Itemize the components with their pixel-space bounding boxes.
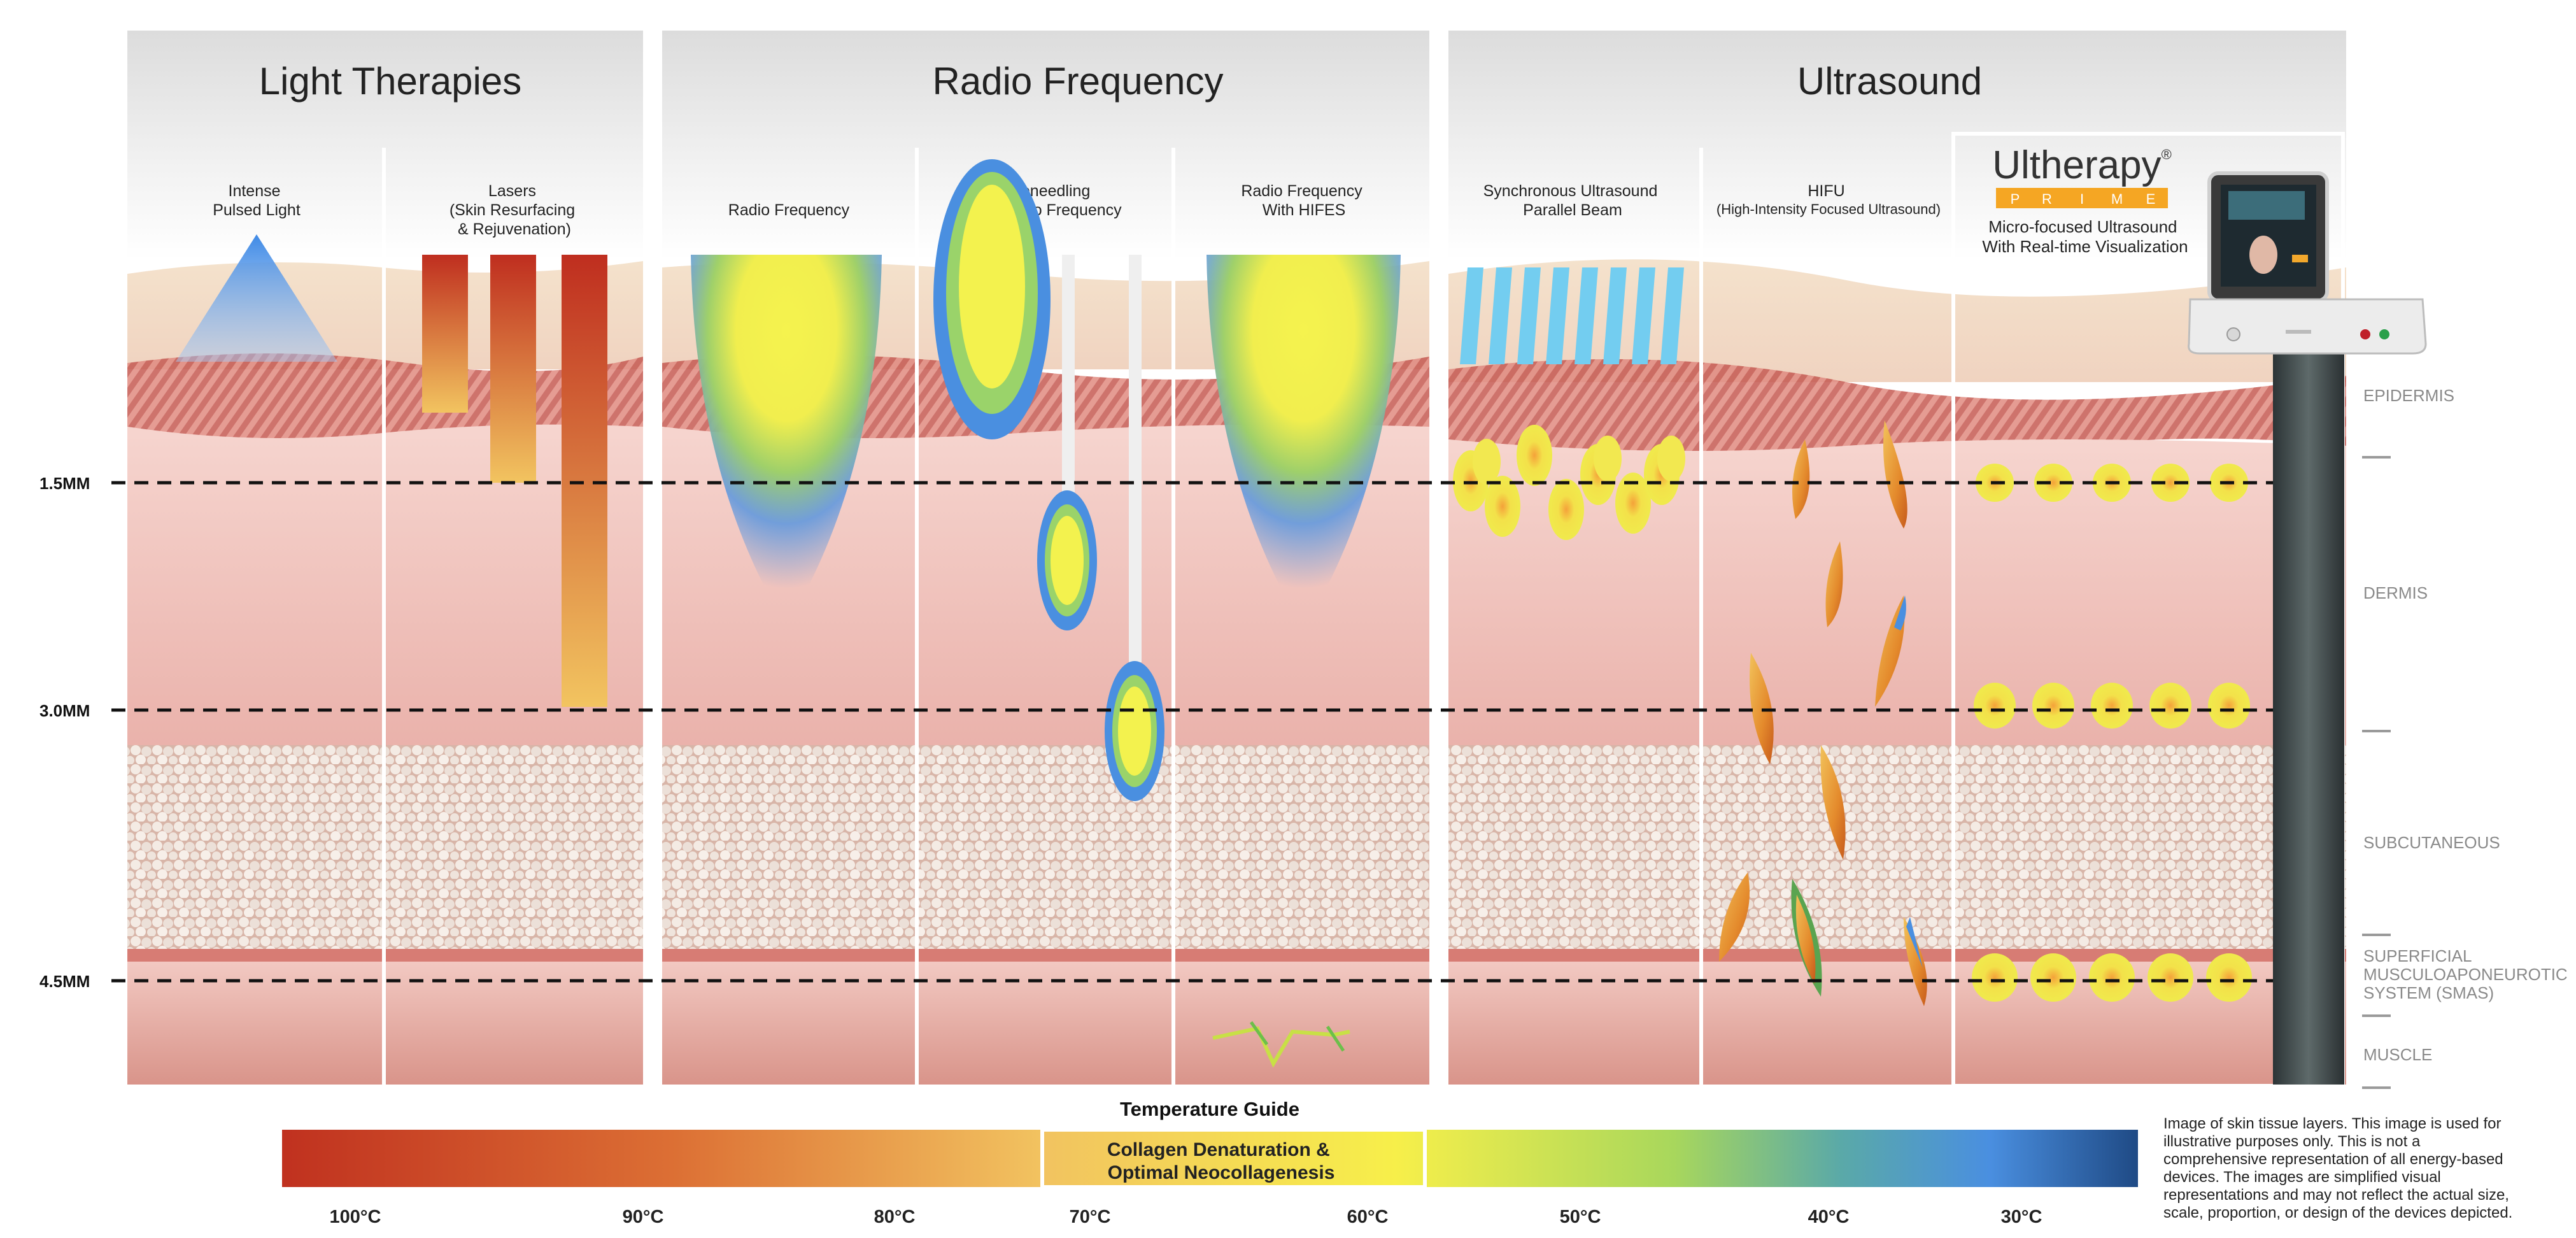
temperature-gradient-bar	[282, 1130, 2138, 1187]
depth-marker-4-5mm: 4.5MM	[39, 972, 90, 991]
column-label-ipl: Intense Pulsed Light	[213, 182, 301, 219]
column-label-radio-frequency: Radio Frequency	[728, 201, 850, 219]
column-label-ultherapy: Micro-focused Ultrasound With Real-time …	[1982, 217, 2188, 256]
panel-ultrasound	[1448, 31, 2346, 1085]
hifes-spark-icon	[1212, 1026, 1350, 1068]
disclaimer: Image of skin tissue layers. This image …	[2163, 1115, 2514, 1221]
column-label-synchronous-ultrasound: Synchronous Ultrasound Parallel Beam	[1483, 182, 1662, 219]
category-title-radio-frequency: Radio Frequency	[933, 60, 1224, 103]
depth-lines	[111, 481, 2273, 983]
layer-label-subcutaneous: SUBCUTANEOUS	[2363, 833, 2500, 852]
temperature-ticks: 100°C 90°C 80°C 70°C 60°C 50°C 40°C 30°C	[330, 1207, 2042, 1227]
layer-label-epidermis: EPIDERMIS	[2363, 386, 2454, 405]
temp-tick-30: 30°C	[2001, 1207, 2042, 1227]
svg-text:E: E	[2146, 191, 2156, 207]
temp-tick-90: 90°C	[623, 1207, 664, 1227]
temperature-highlight-label: Collagen Denaturation & Optimal Neocolla…	[1107, 1139, 1335, 1183]
svg-text:Ultherapy®: Ultherapy®	[1992, 143, 2172, 187]
column-label-hifu: HIFU (High-Intensity Focused Ultrasound)	[1716, 182, 1941, 217]
temp-tick-50: 50°C	[1560, 1207, 1601, 1227]
temp-tick-40: 40°C	[1808, 1207, 1850, 1227]
svg-text:R: R	[2042, 191, 2052, 207]
layer-label-smas: SUPERFICIAL MUSCULOAPONEUROTIC SYSTEM (S…	[2363, 946, 2572, 1002]
depth-marker-1-5mm: 1.5MM	[39, 474, 90, 493]
layer-label-dermis: DERMIS	[2363, 583, 2428, 602]
layer-label-ticks	[2362, 456, 2391, 1089]
rf-hifes-plume	[1207, 255, 1401, 599]
microneedling-rf-zones	[933, 159, 1164, 801]
temp-tick-100: 100°C	[330, 1207, 381, 1227]
ultherapy-device-illustration	[2188, 171, 2427, 355]
temperature-highlight-box	[1040, 1128, 1427, 1189]
svg-text:P: P	[2011, 191, 2020, 207]
synchronous-ultrasound-zones	[1453, 425, 1685, 540]
temperature-guide-title: Temperature Guide	[1120, 1098, 1299, 1120]
temp-tick-70: 70°C	[1070, 1207, 1111, 1227]
svg-text:I: I	[2080, 191, 2084, 207]
column-label-lasers: Lasers (Skin Resurfacing & Rejuvenation)	[449, 182, 579, 238]
svg-text:M: M	[2111, 191, 2123, 207]
laser-bar-1	[422, 255, 468, 413]
column-label-rf-hifes: Radio Frequency With HIFES	[1241, 182, 1366, 219]
synchronous-ultrasound-beams	[1460, 267, 1684, 364]
layer-label-muscle: MUSCLE	[2363, 1045, 2432, 1064]
ultrasound-scan-strip	[2273, 344, 2344, 1085]
laser-bar-3	[562, 255, 607, 707]
temp-tick-60: 60°C	[1347, 1207, 1389, 1227]
column-dividers	[382, 148, 1703, 1086]
ipl-triangle	[176, 234, 337, 362]
category-title-ultrasound: Ultrasound	[1797, 60, 1982, 103]
rf-plume	[691, 255, 882, 599]
depth-marker-3-0mm: 3.0MM	[39, 701, 90, 720]
ultherapy-thermal-dots	[1972, 464, 2252, 1002]
temp-tick-80: 80°C	[874, 1207, 916, 1227]
hifu-thermal-zones	[1719, 420, 1927, 1006]
ultherapy-logo: Ultherapy® P R I M E	[1992, 143, 2172, 208]
laser-bar-2	[490, 255, 536, 483]
category-title-light-therapies: Light Therapies	[259, 60, 522, 103]
